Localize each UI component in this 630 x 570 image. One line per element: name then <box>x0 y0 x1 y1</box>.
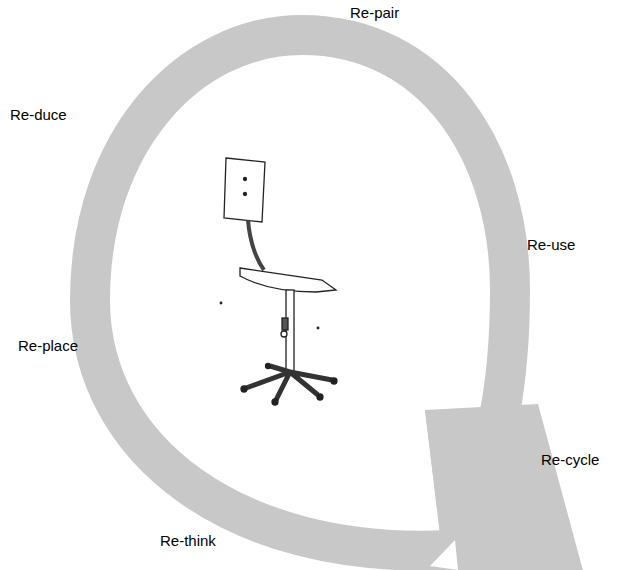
chair-drawing <box>220 158 337 405</box>
cycle-step-label: Re-think <box>160 532 216 550</box>
cycle-step-label: Re-use <box>527 236 575 254</box>
cycle-step-label: Re-pair <box>350 4 399 22</box>
cycle-step-label: Re-place <box>18 337 78 355</box>
cycle-step-label: Re-duce <box>10 106 67 124</box>
cycle-arrow <box>90 35 585 570</box>
cycle-step-label: Re-cycle <box>541 451 599 469</box>
